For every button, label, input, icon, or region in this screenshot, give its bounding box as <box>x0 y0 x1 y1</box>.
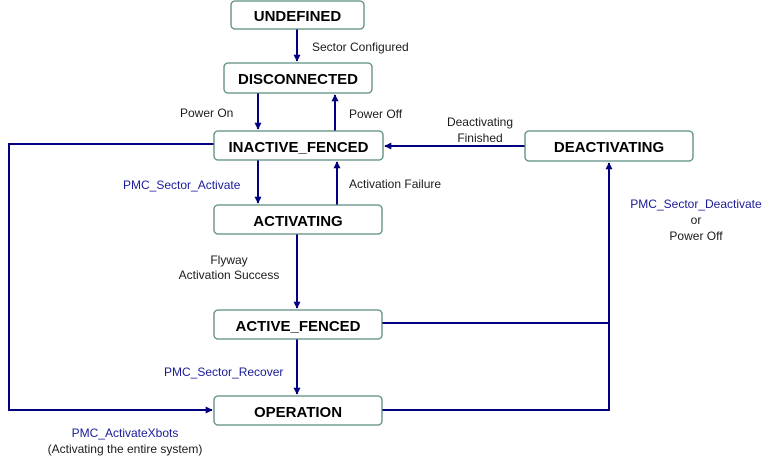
label-deactivating-finished-line2: Finished <box>457 131 502 145</box>
label-pmc-sector-activate: PMC_Sector_Activate <box>123 178 241 192</box>
state-disconnected-label: DISCONNECTED <box>238 71 358 88</box>
label-activate-xbots-note: (Activating the entire system) <box>48 442 203 456</box>
edge-operation-to-deactivating <box>382 323 610 411</box>
state-active-fenced-label: ACTIVE_FENCED <box>235 318 360 335</box>
label-pmc-sector-deactivate: PMC_Sector_Deactivate <box>630 197 762 211</box>
state-undefined-label: UNDEFINED <box>254 8 342 25</box>
label-power-off: Power Off <box>349 107 403 121</box>
state-disconnected: DISCONNECTED <box>223 62 373 94</box>
label-activation-failure: Activation Failure <box>349 177 441 191</box>
state-deactivating: DEACTIVATING <box>524 130 694 162</box>
edge-inactive-to-operation <box>8 143 214 414</box>
label-flyway-line2: Activation Success <box>179 268 280 282</box>
label-flyway-line1: Flyway <box>210 253 247 267</box>
state-operation-label: OPERATION <box>254 404 342 421</box>
state-inactive-fenced: INACTIVE_FENCED <box>213 130 384 161</box>
label-deactivate-power-off: Power Off <box>669 229 723 243</box>
state-active-fenced: ACTIVE_FENCED <box>213 309 383 340</box>
label-deactivating-finished-line1: Deactivating <box>447 115 513 129</box>
label-sector-configured: Sector Configured <box>312 40 409 54</box>
state-deactivating-label: DEACTIVATING <box>554 139 664 156</box>
state-undefined: UNDEFINED <box>230 0 365 30</box>
label-pmc-activate-xbots: PMC_ActivateXbots <box>72 426 179 440</box>
label-or: or <box>691 213 702 227</box>
state-operation: OPERATION <box>213 395 383 426</box>
state-activating-label: ACTIVATING <box>253 213 342 230</box>
label-pmc-sector-recover: PMC_Sector_Recover <box>164 365 283 379</box>
state-activating: ACTIVATING <box>213 204 383 235</box>
label-power-on: Power On <box>180 106 233 120</box>
state-inactive-fenced-label: INACTIVE_FENCED <box>228 139 368 156</box>
